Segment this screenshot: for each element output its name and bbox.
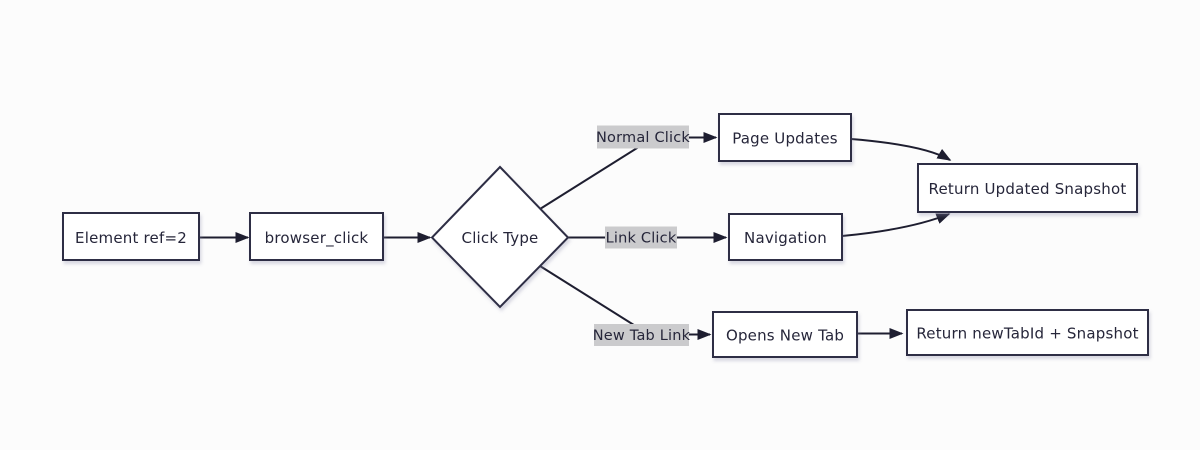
node-opens-new-tab-label: Opens New Tab xyxy=(726,327,844,345)
nodes: Element ref=2 browser_click Click Type P… xyxy=(62,113,1149,358)
node-browser-click-label: browser_click xyxy=(265,229,369,248)
edge-label-new-tab-link-bg xyxy=(594,324,689,346)
node-navigation: Navigation xyxy=(728,213,843,261)
node-opens-new-tab-box xyxy=(712,311,858,358)
node-browser-click: browser_click xyxy=(249,212,384,261)
node-return-newtabid-snapshot-label: Return newTabId + Snapshot xyxy=(916,325,1138,343)
node-click-type: Click Type xyxy=(430,165,570,309)
edge-label-new-tab-link: New Tab Link xyxy=(593,324,691,346)
node-return-updated-snapshot: Return Updated Snapshot xyxy=(917,163,1138,213)
edge-label-normal-click-text: Normal Click xyxy=(596,130,690,146)
node-opens-new-tab: Opens New Tab xyxy=(712,311,858,358)
node-browser-click-box xyxy=(249,212,384,261)
node-page-updates-box xyxy=(718,113,852,162)
edges xyxy=(199,132,952,340)
node-return-updated-snapshot-box xyxy=(917,163,1138,213)
edge-pageupdates-to-returnupdated xyxy=(850,138,952,161)
node-return-updated-snapshot-label: Return Updated Snapshot xyxy=(929,180,1127,198)
edge-clicktype-to-normalclick-label xyxy=(539,142,646,210)
node-navigation-box xyxy=(728,213,843,261)
node-page-updates-label: Page Updates xyxy=(732,130,838,148)
node-click-type-diamond xyxy=(430,165,570,309)
edge-navigation-to-returnupdated xyxy=(841,213,951,237)
edge-labels: Normal Click Link Click New Tab Link xyxy=(593,125,691,346)
edge-label-normal-click: Normal Click xyxy=(596,125,690,149)
node-navigation-label: Navigation xyxy=(744,229,827,247)
edge-label-normal-click-bg xyxy=(597,125,689,149)
edge-label-link-click-bg xyxy=(605,226,677,249)
edge-clicktype-to-newtablink-label xyxy=(539,265,646,333)
node-page-updates: Page Updates xyxy=(718,113,852,162)
node-return-newtabid-snapshot-box xyxy=(906,309,1149,356)
node-click-type-label: Click Type xyxy=(462,229,539,247)
node-return-newtabid-snapshot: Return newTabId + Snapshot xyxy=(906,309,1149,356)
edge-label-new-tab-link-text: New Tab Link xyxy=(593,328,691,344)
node-element-ref-label: Element ref=2 xyxy=(75,229,187,247)
edge-label-link-click-text: Link Click xyxy=(606,230,677,246)
node-element-ref-box xyxy=(62,212,200,261)
node-element-ref: Element ref=2 xyxy=(62,212,200,261)
edge-label-link-click: Link Click xyxy=(605,226,677,249)
